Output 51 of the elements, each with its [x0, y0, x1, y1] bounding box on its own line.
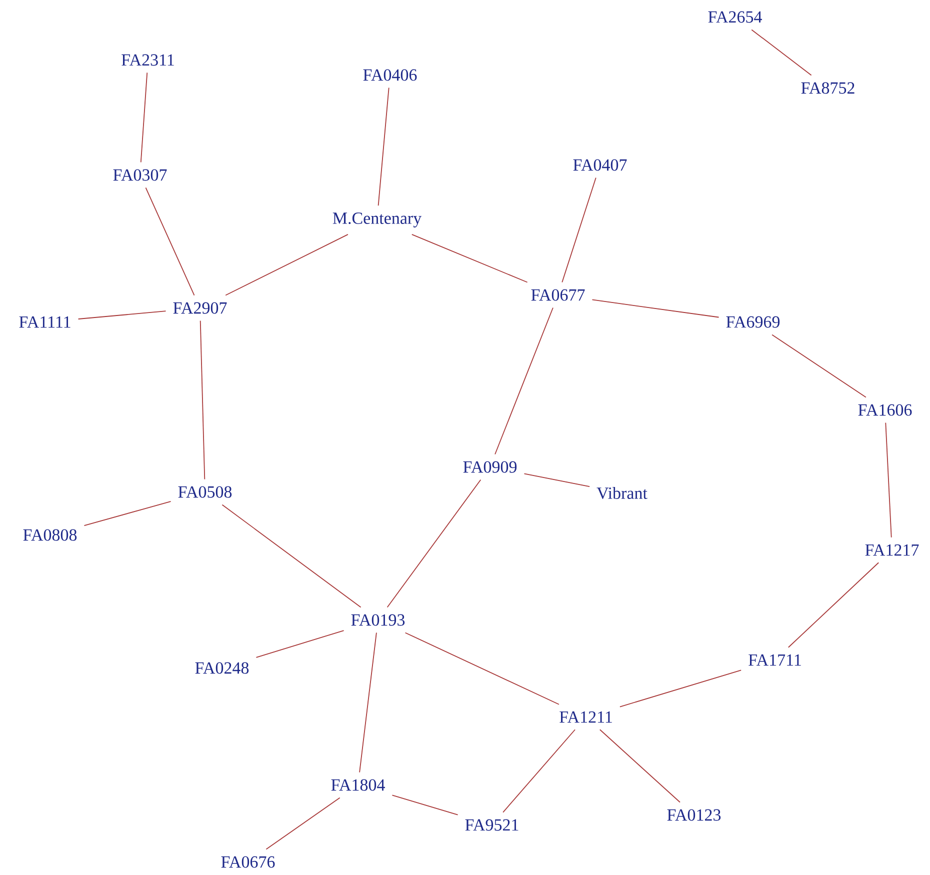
- node-label: FA0406: [363, 69, 417, 81]
- node-label: FA1606: [858, 404, 912, 416]
- node-label: FA2311: [122, 54, 174, 66]
- edge-line: [225, 234, 348, 296]
- edge-line: [145, 187, 195, 296]
- node-label: FA1804: [331, 779, 385, 791]
- node-label: M.Centenary: [332, 212, 422, 228]
- edge-line: [84, 501, 172, 526]
- edge-line: [619, 670, 742, 708]
- edge-line: [411, 234, 528, 283]
- node-label: FA1211: [560, 711, 612, 723]
- edge-line: [266, 797, 340, 850]
- node-label: FA6969: [726, 316, 780, 328]
- node-label: FA9521: [465, 819, 518, 831]
- edge-line: [772, 334, 866, 398]
- edge-line: [359, 632, 377, 773]
- node-label: FA0248: [195, 662, 249, 674]
- edge-line: [599, 729, 680, 803]
- edge-line: [592, 299, 720, 318]
- node-label: FA8752: [801, 82, 854, 94]
- node-label: FA2654: [708, 11, 762, 23]
- edge-line: [386, 479, 482, 608]
- edge-line: [885, 422, 892, 538]
- node-label: FA0307: [113, 169, 167, 181]
- node-label: FA0123: [667, 809, 721, 821]
- edge-line: [404, 632, 560, 705]
- node-label: FA1111: [19, 316, 70, 328]
- edge-line: [392, 794, 458, 816]
- edge-line: [562, 177, 596, 283]
- edge-line: [502, 729, 576, 813]
- edge-line: [494, 307, 554, 455]
- edge-line: [524, 473, 590, 488]
- edge-line: [256, 630, 344, 658]
- node-label: FA0676: [221, 856, 275, 868]
- edge-line: [200, 320, 206, 480]
- node-label: FA0508: [178, 486, 232, 498]
- node-label: FA0407: [573, 159, 627, 171]
- node-label: FA1217: [865, 544, 919, 556]
- node-label: FA1711: [748, 654, 801, 666]
- node-label: FA0193: [351, 614, 405, 626]
- edge-line: [751, 29, 812, 76]
- edge-line: [140, 72, 148, 163]
- node-label: FA0808: [23, 529, 77, 541]
- node-label: Vibrant: [596, 486, 648, 500]
- node-label: FA0909: [463, 461, 517, 473]
- edge-line: [222, 504, 362, 608]
- edge-line: [378, 87, 390, 206]
- node-label: FA0677: [531, 289, 585, 301]
- edge-line: [788, 562, 880, 648]
- node-label: FA2907: [173, 302, 227, 314]
- edge-line: [78, 310, 166, 320]
